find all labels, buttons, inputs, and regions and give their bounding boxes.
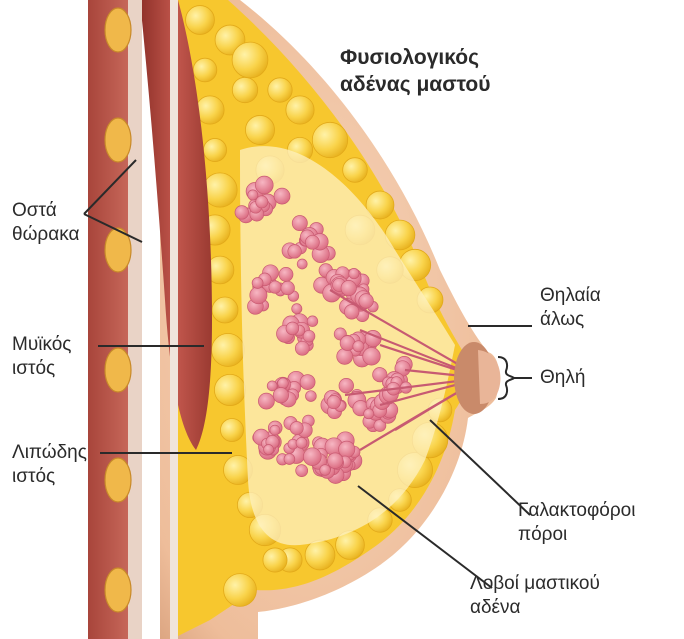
gland-lobule <box>270 425 280 435</box>
gland-lobule <box>306 391 317 402</box>
gland-lobule <box>235 206 249 220</box>
gland-lobule <box>320 465 331 476</box>
fat-lobule <box>263 548 287 572</box>
gland-lobule <box>296 465 308 477</box>
fat-lobule <box>305 540 335 570</box>
label-ribs-line1: Οστά <box>12 199 79 223</box>
label-areola-line2: άλως <box>540 308 601 332</box>
rib <box>105 458 131 502</box>
label-fat-line1: Λιπώδης <box>12 441 87 465</box>
fat-lobule <box>203 138 226 161</box>
gland-lobule <box>295 341 309 355</box>
label-muscle-line1: Μυϊκός <box>12 333 71 357</box>
label-lobes-line1: Λοβοί μαστικού <box>470 572 600 596</box>
gland-lobule <box>297 259 307 269</box>
label-areola: Θηλαία άλως <box>540 284 601 332</box>
gland-lobule <box>288 245 302 259</box>
label-muscle: Μυϊκός ιστός <box>12 333 71 381</box>
label-ribs: Οστά θώρακα <box>12 199 79 247</box>
chest-wall-front <box>170 0 178 639</box>
chest-wall-back <box>88 0 132 639</box>
gland-lobule <box>281 281 295 295</box>
title-line-1: Φυσιολογικός <box>340 44 670 71</box>
fat-lobule <box>212 334 245 367</box>
gland-lobule <box>255 176 273 194</box>
label-areola-line1: Θηλαία <box>540 284 601 308</box>
label-fat-line2: ιστός <box>12 465 87 489</box>
gland-lobule <box>305 235 319 249</box>
gland-lobule <box>303 448 321 466</box>
fat-lobule <box>245 115 274 144</box>
gland-lobule <box>337 348 353 364</box>
label-nipple: Θηλή <box>540 366 585 390</box>
rib <box>105 568 131 612</box>
gland-lobule <box>339 378 354 393</box>
gland-lobule <box>284 454 295 465</box>
gland-lobule <box>353 341 364 352</box>
title-line-2: αδένας μαστού <box>340 71 670 98</box>
gland-lobule <box>258 393 274 409</box>
fat-lobule <box>343 158 368 183</box>
fat-lobule <box>214 374 245 405</box>
label-muscle-line2: ιστός <box>12 357 71 381</box>
label-ribs-line2: θώρακα <box>12 223 79 247</box>
rib <box>105 8 131 52</box>
fat-lobule <box>220 418 243 441</box>
gland-lobule <box>273 388 288 403</box>
gland-lobule <box>264 445 274 455</box>
gland-lobule <box>279 267 293 281</box>
gland-lobule <box>286 322 299 335</box>
label-ducts: Γαλακτοφόροι πόροι <box>518 499 635 547</box>
gland-lobule <box>341 280 356 295</box>
fat-lobule <box>232 42 268 78</box>
gland-lobule <box>250 287 267 304</box>
diagram-title: Φυσιολογικός αδένας μαστού <box>340 44 670 98</box>
label-ducts-line2: πόροι <box>518 523 635 547</box>
label-lobes-line2: αδένα <box>470 596 600 620</box>
fat-lobule <box>232 77 257 102</box>
fat-lobule <box>224 574 257 607</box>
gland-lobule <box>327 453 343 469</box>
rib-bone-strip <box>128 0 142 639</box>
gland-lobule <box>307 316 318 327</box>
gland-lobule <box>359 294 374 309</box>
rib <box>105 348 131 392</box>
gland-lobule <box>364 409 374 419</box>
fat-lobule <box>312 122 347 157</box>
gland-lobule <box>349 268 359 278</box>
gland-lobule <box>296 437 307 448</box>
gland-lobule <box>292 304 302 314</box>
gland-lobule <box>248 190 258 200</box>
fat-lobule <box>186 6 215 35</box>
fat-lobule <box>268 78 292 102</box>
fat-lobule <box>286 96 314 124</box>
gland-lobule <box>327 395 340 408</box>
fat-lobule <box>212 297 238 323</box>
gland-lobule <box>290 422 303 435</box>
label-lobes: Λοβοί μαστικού αδένα <box>470 572 600 620</box>
label-ducts-line1: Γαλακτοφόροι <box>518 499 635 523</box>
gland-lobule <box>252 278 263 289</box>
label-fat: Λιπώδης ιστός <box>12 441 87 489</box>
nipple <box>478 350 500 404</box>
gland-lobule <box>300 375 315 390</box>
gland-lobule <box>269 281 281 293</box>
fat-lobule <box>193 58 217 82</box>
gland-lobule <box>278 378 289 389</box>
gland-lobule <box>363 348 381 366</box>
rib <box>105 118 131 162</box>
label-nipple-line1: Θηλή <box>540 366 585 390</box>
gland-lobule <box>274 188 290 204</box>
gland-lobule <box>340 336 355 351</box>
